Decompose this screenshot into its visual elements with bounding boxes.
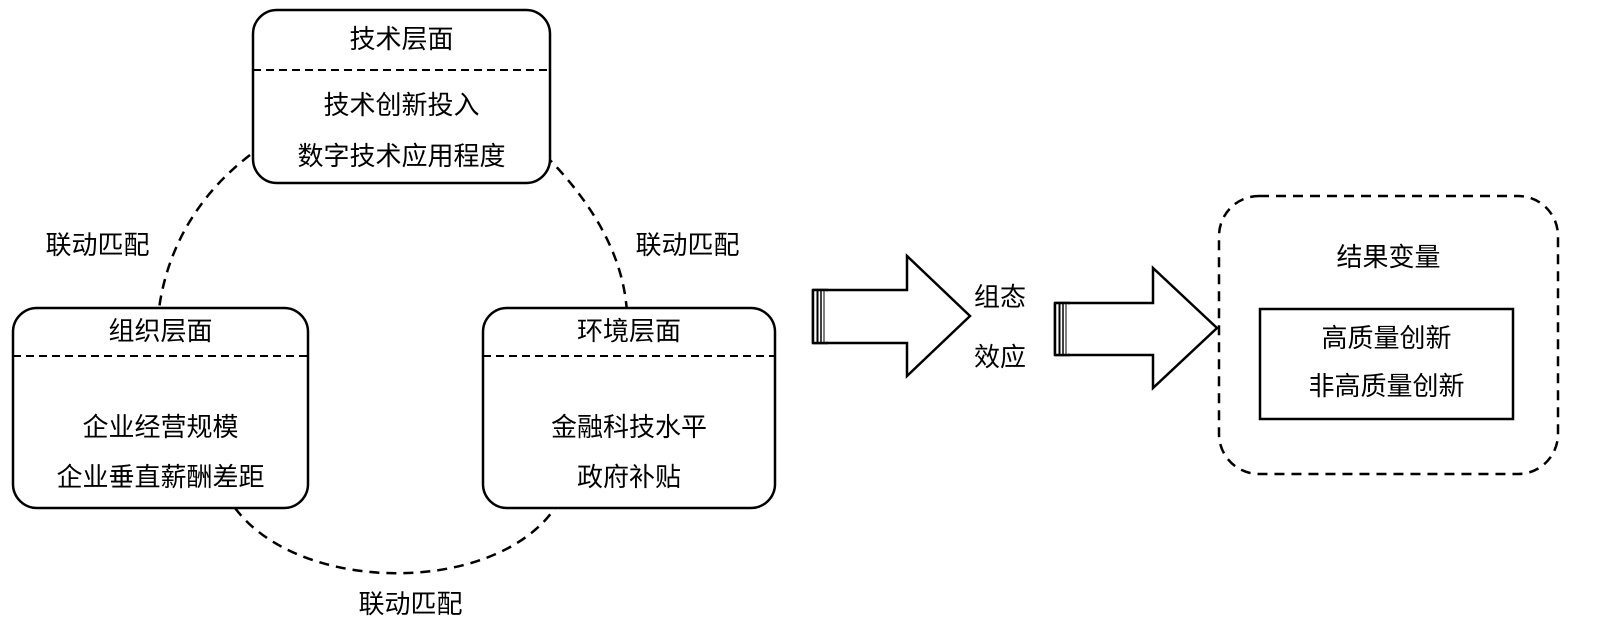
outcome-title: 结果变量	[1336, 243, 1441, 273]
tech-box	[251, 8, 552, 185]
tech-item-1: 技术创新投入	[323, 91, 480, 121]
org-item-1: 企业经营规模	[82, 413, 239, 443]
link-label-right: 联动匹配	[635, 231, 740, 261]
link-arc-left	[155, 154, 251, 331]
outcome-box	[1217, 194, 1560, 476]
env-title: 环境层面	[576, 317, 681, 347]
org-title: 组织层面	[108, 317, 213, 347]
env-box	[481, 306, 777, 510]
org-item-2: 企业垂直薪酬差距	[56, 463, 265, 493]
link-arc-right	[544, 154, 629, 331]
link-arc-bottom	[233, 507, 557, 575]
outcome-inner-box	[1258, 307, 1515, 421]
outcome-item-2: 非高质量创新	[1308, 372, 1465, 402]
env-item-1: 金融科技水平	[550, 413, 707, 443]
link-label-bottom: 联动匹配	[358, 590, 463, 620]
block-arrow-1	[811, 253, 972, 379]
block-arrow-2	[1053, 265, 1219, 391]
tech-title: 技术层面	[349, 25, 454, 55]
outcome-item-1: 高质量创新	[1321, 324, 1452, 354]
effect-label-1: 组态	[973, 283, 1026, 313]
effect-label-2: 效应	[973, 343, 1026, 373]
org-box	[11, 306, 310, 510]
tech-item-2: 数字技术应用程度	[297, 142, 506, 172]
link-label-left: 联动匹配	[45, 231, 150, 261]
env-item-2: 政府补贴	[576, 463, 681, 493]
